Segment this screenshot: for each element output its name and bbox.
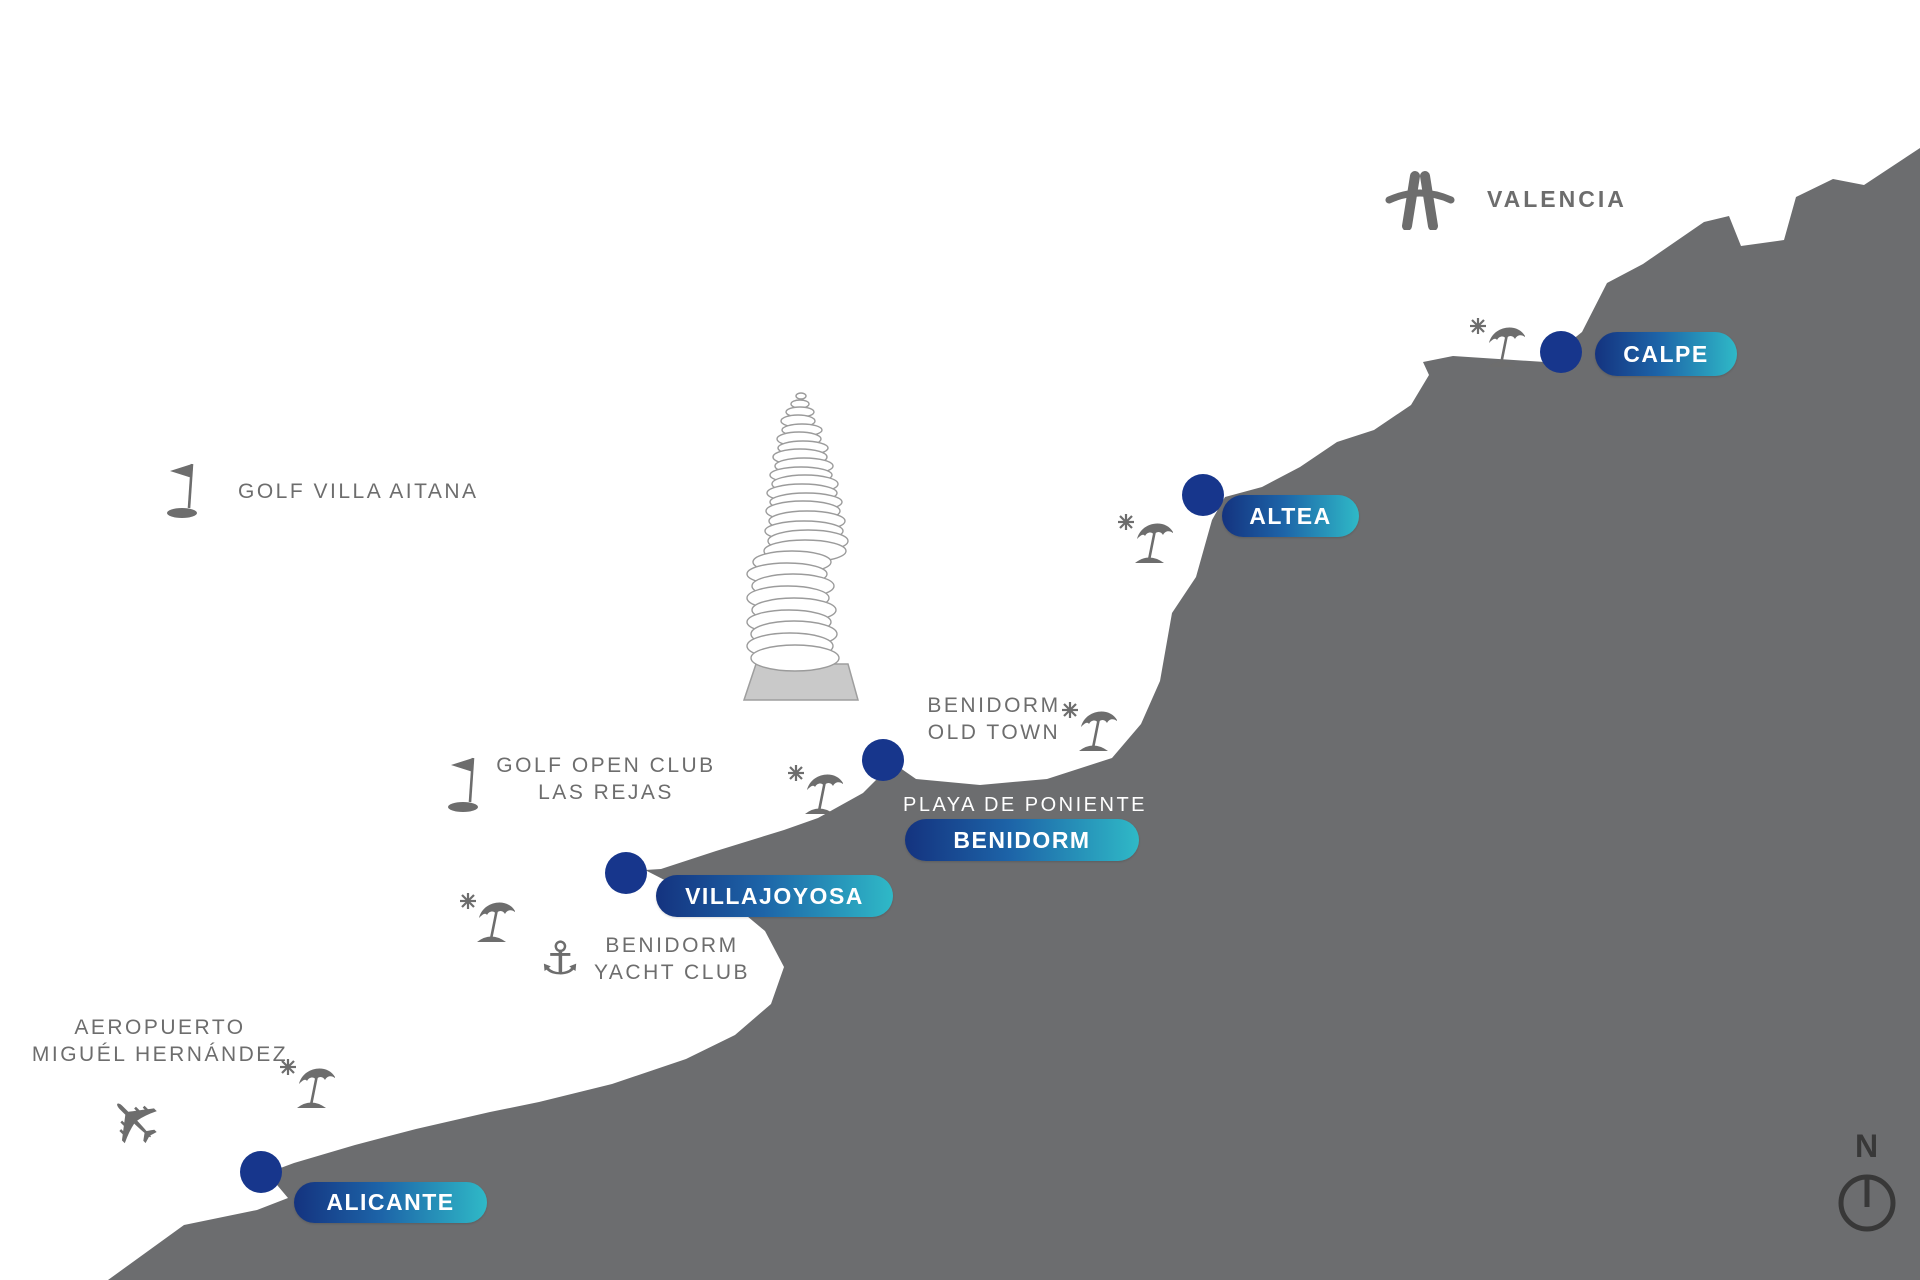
label-valencia: VALENCIA [1487,186,1627,212]
benidorm-tower-sketch [742,392,859,701]
label-playa-de-poniente: PLAYA DE PONIENTE [902,794,1148,816]
compass-icon [1838,1174,1896,1232]
beach-icon-altea [1116,512,1180,566]
compass-north-label: N [1854,1128,1880,1164]
city-badge-calpe: CALPE [1595,332,1737,376]
city-badge-label: ALICANTE [326,1189,455,1215]
city-badge-alicante: ALICANTE [294,1182,487,1223]
label-line: YACHT CLUB [593,961,751,984]
beach-icon-calpe [1468,316,1532,370]
city-badge-label: VILLAJOYOSA [685,882,864,909]
label-line: MIGUÉL HERNÁNDEZ [31,1043,289,1066]
city-dot-altea [1182,474,1224,516]
compass: N [1832,1128,1902,1240]
highway-icon [1384,170,1456,230]
label-line: BENIDORM [927,694,1061,717]
label-line: OLD TOWN [927,721,1061,744]
city-badge-label: CALPE [1623,340,1709,367]
label-airport: AEROPUERTO MIGUÉL HERNÁNDEZ [32,1014,288,1068]
golf-icon-villa-aitana [158,458,222,522]
city-badge-label: ALTEA [1249,502,1332,529]
city-badge-label: BENIDORM [953,826,1091,853]
anchor-icon: ⚓ [539,932,581,984]
city-dot-benidorm [862,739,904,781]
city-badge-villajoyosa: VILLAJOYOSA [656,875,893,917]
beach-icon-benidorm [786,763,850,817]
city-badge-benidorm: BENIDORM [905,819,1139,861]
label-line: GOLF OPEN CLUB [496,754,716,777]
label-yacht-club: BENIDORM YACHT CLUB [594,932,750,986]
city-dot-alicante [240,1151,282,1193]
label-golf-villa-aitana: GOLF VILLA AITANA [238,480,479,503]
golf-icon-las-rejas [439,752,503,816]
city-dot-villajoyosa [605,852,647,894]
label-line: AEROPUERTO [74,1016,246,1039]
city-dot-calpe [1540,331,1582,373]
beach-icon-old-town [1060,700,1124,754]
beach-icon-alicante [278,1057,342,1111]
label-benidorm-old-town: BENIDORM OLD TOWN [927,692,1060,746]
label-golf-open-club: GOLF OPEN CLUB LAS REJAS [496,752,715,806]
label-line: LAS REJAS [538,781,674,804]
city-badge-altea: ALTEA [1222,495,1359,537]
beach-icon-villajoyosa [458,891,522,945]
label-line: BENIDORM [605,934,739,957]
